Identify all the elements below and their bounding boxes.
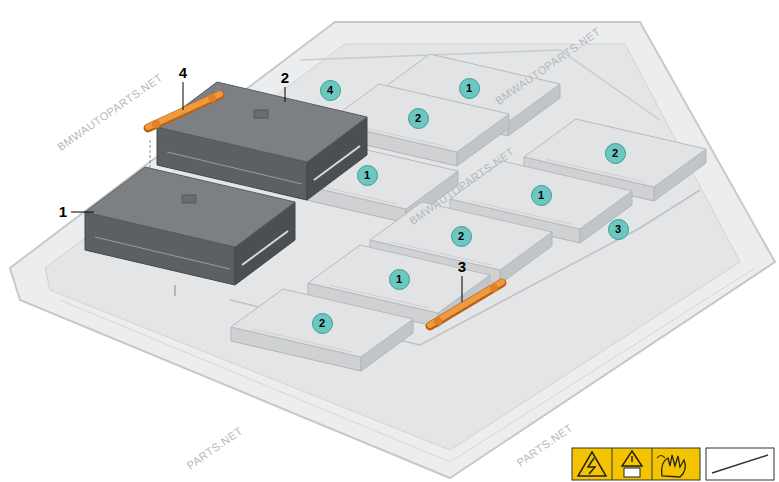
callout-number: 1 (59, 203, 67, 220)
warning-symbols (572, 448, 774, 480)
callout-number: 1 (466, 83, 472, 94)
callout-number: 1 (538, 190, 544, 201)
callout-circle: 1 (459, 78, 480, 99)
callout-number: 1 (396, 274, 402, 285)
leader-line (71, 82, 462, 302)
watermark: BMWAUTOPARTS.NET (493, 25, 603, 107)
callout-number: 3 (458, 258, 466, 275)
watermark: BMWAUTOPARTS.NET (55, 71, 165, 153)
connector-bar (430, 282, 502, 326)
watermark: PARTS.NET (515, 421, 575, 468)
callout-number: 2 (281, 69, 289, 86)
callout-circle: 2 (451, 226, 472, 247)
callout-number: 1 (364, 170, 370, 181)
tray-rim (45, 44, 740, 450)
battery-tray (10, 22, 775, 478)
callout-circle: 1 (389, 269, 410, 290)
watermark: PARTS.NET (185, 424, 245, 471)
callout-number: 2 (415, 113, 421, 124)
callout-circle: 2 (312, 313, 333, 334)
callout-number: 4 (327, 85, 333, 96)
callout-number: 3 (615, 224, 621, 235)
callout-number: 2 (612, 148, 618, 159)
connector-bar (148, 94, 220, 128)
callout-circle: 3 (608, 219, 629, 240)
watermark: BMWAUTOPARTS.NET (407, 145, 517, 227)
callout-circle: 4 (320, 80, 341, 101)
callout-circle: 2 (605, 143, 626, 164)
callout-number: 2 (458, 231, 464, 242)
callout-circle: 2 (408, 108, 429, 129)
control-unit (85, 167, 295, 285)
callout-circle: 1 (531, 185, 552, 206)
callout-number: 4 (179, 64, 187, 81)
callout-circle: 1 (357, 165, 378, 186)
battery-module (231, 289, 413, 371)
callout-number: 2 (319, 318, 325, 329)
